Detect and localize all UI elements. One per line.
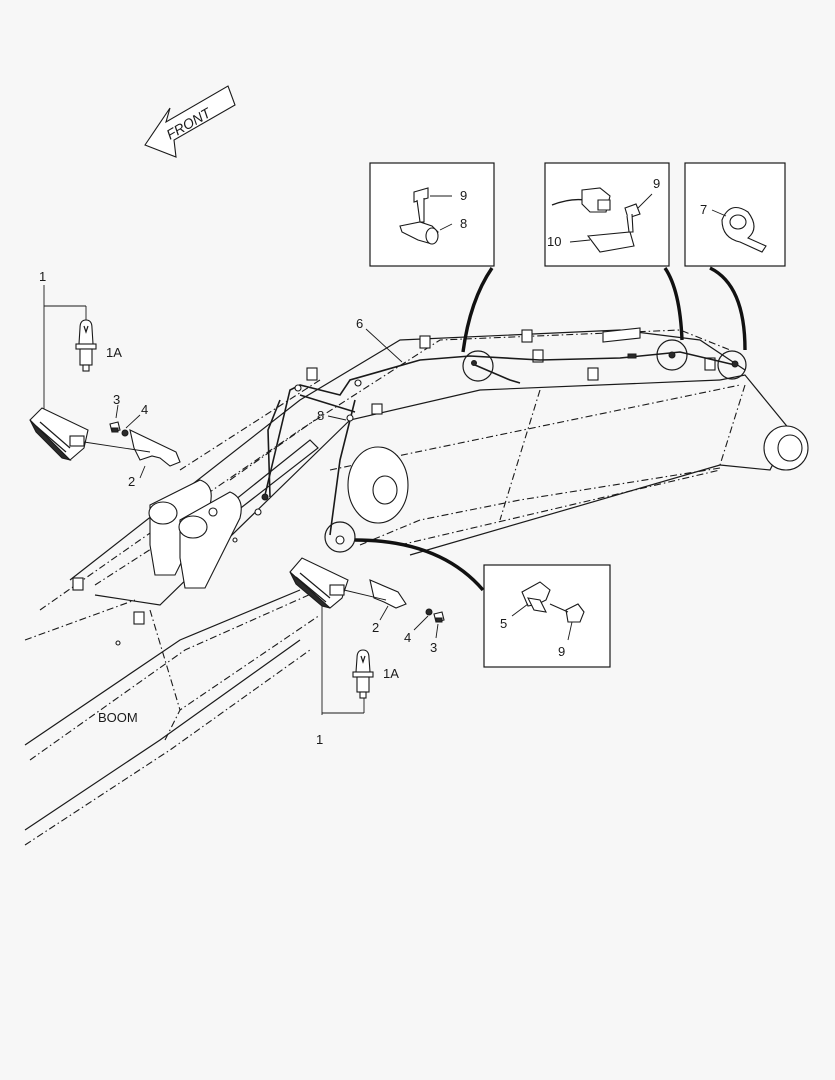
callout-screw-left: 3 — [113, 392, 120, 407]
bracket-right — [369, 579, 407, 609]
boom-structure — [24, 327, 809, 846]
detail-rings — [324, 339, 747, 553]
wiring-harness — [261, 351, 736, 536]
callout-bracket-left: 2 — [128, 474, 135, 489]
detail-box-c: 7 — [684, 162, 786, 267]
callout-detail-c-clip: 7 — [700, 202, 707, 217]
callout-clamp-boom: 8 — [317, 408, 324, 423]
callout-headlight-left: 1 — [39, 269, 46, 284]
headlight-left-assembly: 1 1A 2 3 4 — [29, 269, 181, 489]
callout-detail-d-clip: 5 — [500, 616, 507, 631]
callout-harness: 6 — [356, 316, 363, 331]
lamp-left — [29, 407, 89, 461]
bulb-right — [352, 649, 374, 699]
lamp-right — [289, 557, 349, 609]
callout-detail-a-clamp: 8 — [460, 216, 467, 231]
callout-detail-b-screw: 9 — [653, 176, 660, 191]
callout-washer-right: 4 — [404, 630, 411, 645]
headlight-right-assembly: 1 1A 2 4 3 — [289, 557, 445, 747]
callout-headlight-right: 1 — [316, 732, 323, 747]
callout-bulb-left: 1A — [106, 345, 122, 360]
bulb-left — [75, 319, 97, 372]
washer-left — [121, 429, 129, 437]
detail-box-a: 9 8 — [369, 162, 495, 267]
screw-right — [433, 611, 445, 623]
callout-bracket-right: 2 — [372, 620, 379, 635]
callout-washer-left: 4 — [141, 402, 148, 417]
boom-label: BOOM — [98, 710, 138, 725]
callout-screw-right: 3 — [430, 640, 437, 655]
screw-left — [109, 421, 121, 433]
callout-detail-b-plate: 10 — [547, 234, 561, 249]
callout-bulb-right: 1A — [383, 666, 399, 681]
detail-box-b: 9 10 — [544, 162, 670, 267]
callout-detail-d-screw: 9 — [558, 644, 565, 659]
callout-detail-a-screw: 9 — [460, 188, 467, 203]
detail-box-d: 5 9 — [483, 564, 611, 668]
detail-connectors — [354, 266, 747, 592]
bracket-left — [129, 429, 181, 467]
front-direction-arrow: FRONT — [144, 85, 236, 158]
harness-callouts: 6 8 — [317, 316, 403, 423]
washer-right — [425, 608, 433, 616]
